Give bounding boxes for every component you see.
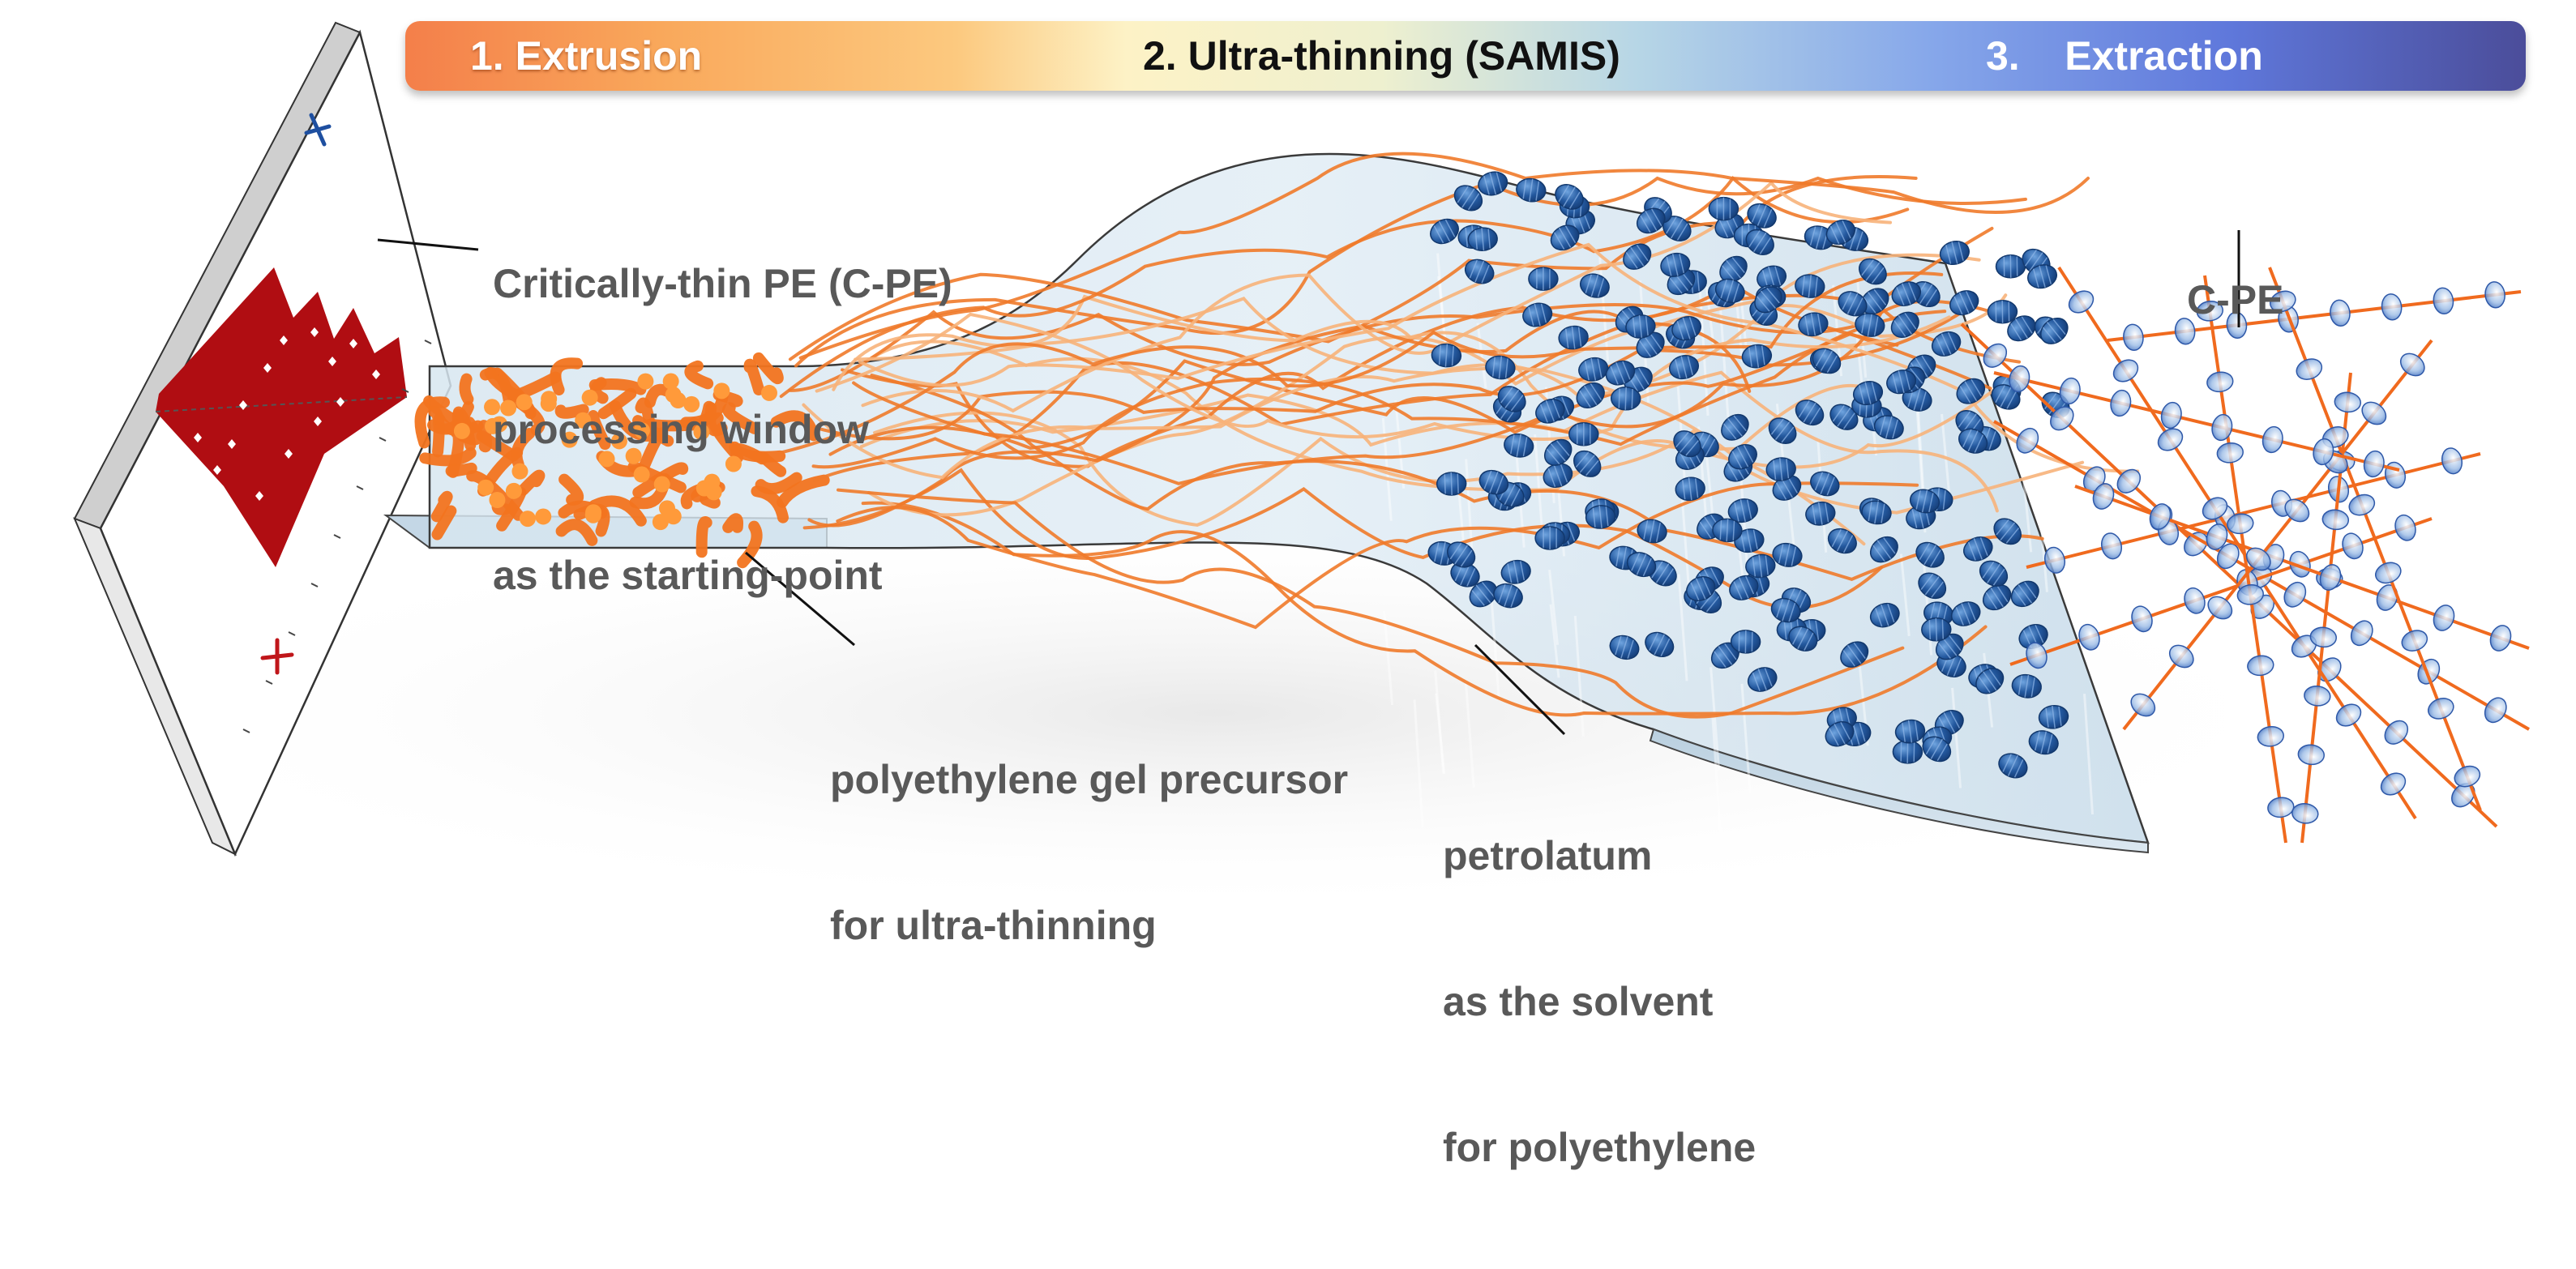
window-annotation: Critically-thin PE (C-PE) processing win…	[493, 162, 952, 697]
cpe-bead	[2414, 656, 2444, 688]
crystal-bead	[1529, 267, 1558, 290]
cpe-bead	[2382, 460, 2407, 490]
cpe-bead	[2266, 796, 2295, 818]
cpe-bead	[2430, 602, 2457, 633]
cpe-bead	[2484, 280, 2506, 309]
window-annotation-line: Critically-thin PE (C-PE)	[493, 259, 952, 308]
crystal-bead	[1996, 254, 2025, 278]
cpe-bead	[2433, 287, 2455, 315]
cpe-bead	[2362, 449, 2387, 479]
cpe-bead	[2396, 349, 2428, 381]
cpe-bead	[2280, 579, 2310, 611]
petrolatum-annotation-line: as the solvent	[1443, 977, 1756, 1026]
cpe-bead	[2110, 356, 2142, 387]
crystal-bead	[1611, 387, 1641, 410]
gel-annotation-line: for ultra-thinning	[830, 901, 1348, 950]
gel-strand	[451, 468, 472, 472]
crystal-bead	[1893, 741, 1922, 764]
cpe-label: C-PE	[2187, 276, 2283, 324]
crystal-bead	[1921, 617, 1951, 641]
cpe-bead	[2261, 425, 2286, 455]
gel-strand	[464, 379, 468, 400]
cpe-annotation: C-PE	[2187, 178, 2283, 421]
cpe-bead	[2291, 802, 2319, 824]
petrolatum-annotation-line: for polyethylene	[1443, 1123, 1756, 1172]
crystal-bead	[1569, 423, 1598, 446]
cpe-bead	[2487, 622, 2514, 653]
cpe-bead	[2334, 391, 2361, 413]
cpe-bead	[2329, 299, 2351, 327]
window-annotation-line: as the starting-point	[493, 551, 952, 600]
petrolatum-annotation: petrolatum as the solvent for polyethyle…	[1443, 734, 1756, 1269]
crystal-bead	[1731, 630, 1760, 654]
gel-node	[477, 480, 494, 496]
gel-precursor-annotation: polyethylene gel precursor for ultra-thi…	[830, 658, 1348, 1047]
cpe-bead	[2381, 293, 2403, 321]
cpe-bead	[2339, 531, 2366, 562]
film-streak	[2075, 401, 2083, 494]
crystal-bead	[1988, 300, 2017, 323]
cpe-bead	[2480, 694, 2510, 726]
cpe-bead	[2452, 763, 2483, 790]
cpe-bead	[2347, 617, 2377, 649]
crystal-bead	[1709, 198, 1738, 220]
cpe-bead	[2358, 398, 2390, 429]
cpe-bead	[2392, 512, 2419, 543]
cpe-bead	[2373, 559, 2403, 587]
cpe-bead	[2377, 769, 2410, 800]
cpe-bead	[2294, 356, 2325, 383]
cpe-bead	[2155, 425, 2187, 455]
cpe-bead	[2439, 446, 2464, 476]
cpe-bead	[2099, 531, 2124, 561]
crystal-bead	[1436, 472, 1466, 495]
gel-node	[454, 423, 470, 439]
cpe-bead	[2108, 388, 2133, 418]
cpe-bead	[2216, 442, 2244, 464]
cpe-bead	[2065, 287, 2098, 318]
cpe-bead	[2321, 509, 2349, 531]
cpe-bead	[2317, 562, 2343, 592]
cpe-fiber	[2107, 280, 2521, 351]
cpe-bead	[2425, 694, 2456, 722]
gel-annotation-line: polyethylene gel precursor	[830, 755, 1348, 804]
cpe-bead	[2347, 491, 2377, 519]
window-annotation-line: processing window	[493, 405, 952, 454]
cpe-bead	[2399, 627, 2430, 655]
diagram-stage: 1. Extrusion 2. Ultra-thinning (SAMIS) 3…	[0, 0, 2576, 1053]
petrolatum-annotation-line: petrolatum	[1443, 831, 1756, 880]
crystal-bead	[1535, 527, 1564, 549]
cpe-bead	[2122, 323, 2145, 352]
